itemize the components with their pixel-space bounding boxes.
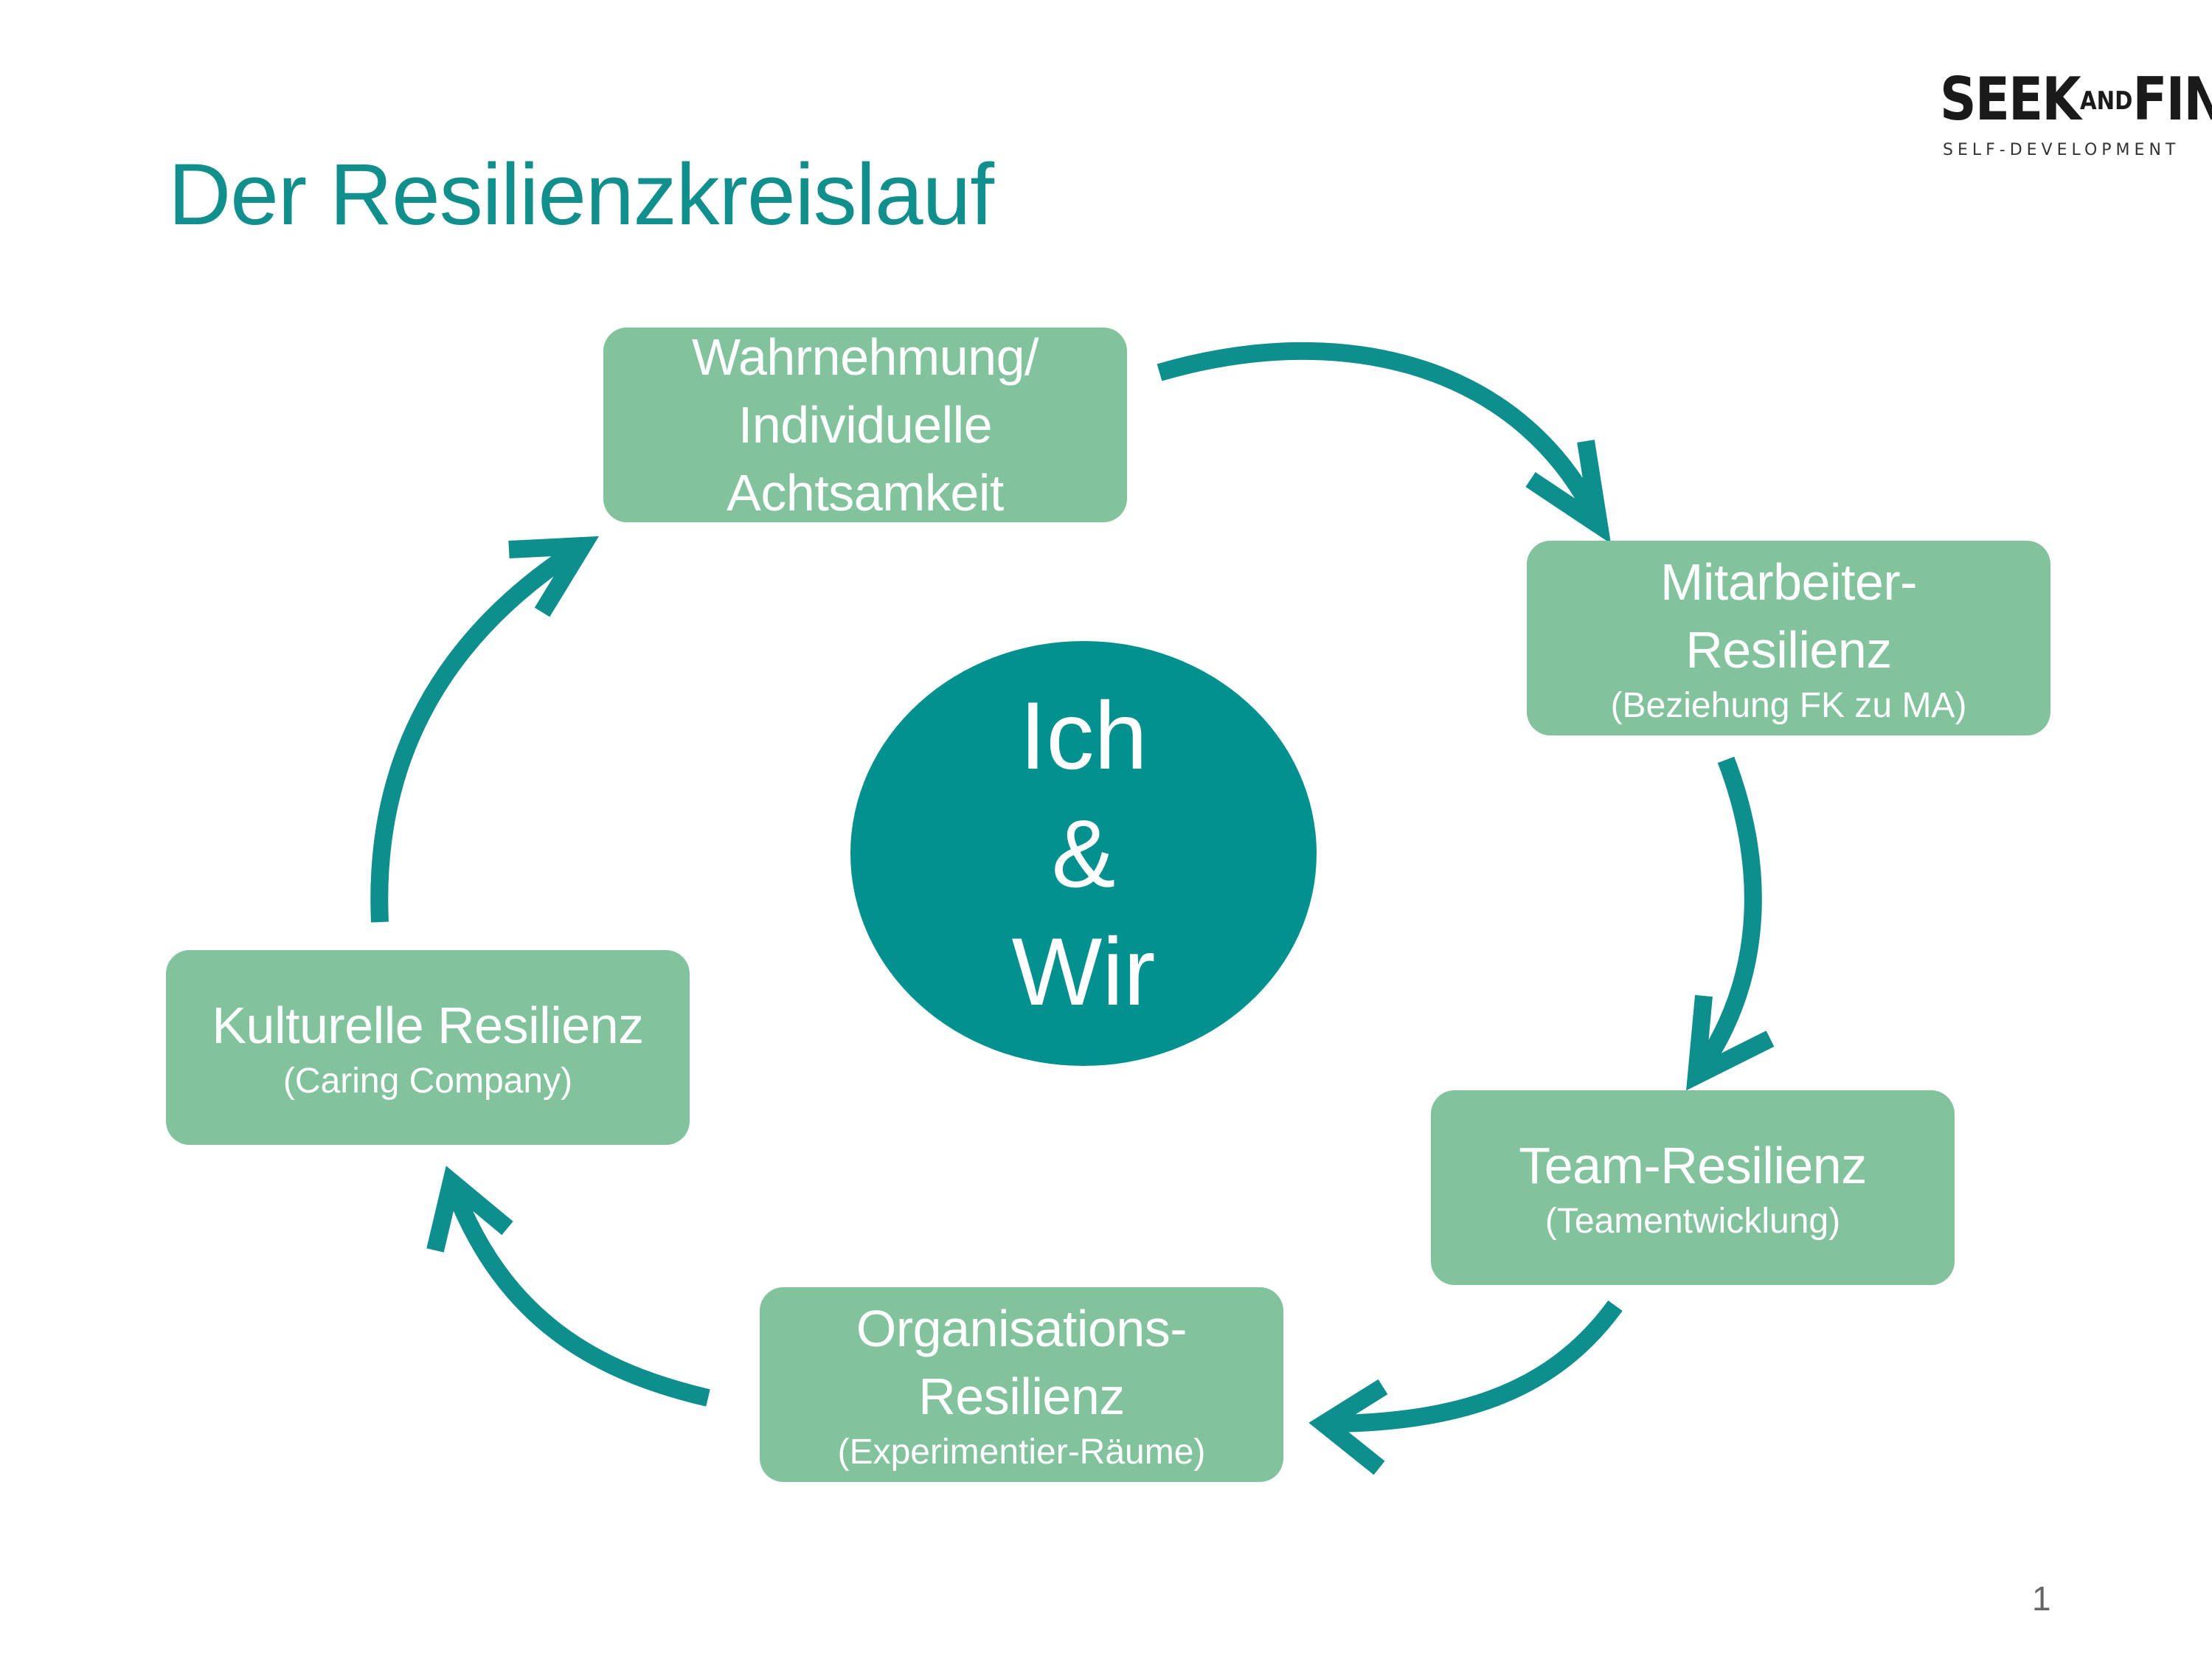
page-number: 1 bbox=[2032, 1579, 2051, 1618]
center-line-and: & bbox=[1051, 800, 1116, 907]
node-mitarbeiter-resilienz: Mitarbeiter- Resilienz (Beziehung FK zu … bbox=[1527, 541, 2050, 735]
page-title: Der Resilienzkreislauf bbox=[168, 146, 994, 243]
cycle-arrow-1-head bbox=[1525, 440, 1612, 544]
node-kulturelle-resilienz: Kulturelle Resilienz (Caring Company) bbox=[166, 950, 690, 1145]
cycle-arrow-1 bbox=[1157, 342, 1607, 530]
logo-wordmark: SEEKANDFIND bbox=[1940, 65, 2212, 134]
node-team-resilienz: Team-Resilienz (Teamentwicklung) bbox=[1431, 1090, 1955, 1285]
cycle-arrow-2 bbox=[1689, 756, 1762, 1081]
center-line-ich: Ich bbox=[1019, 682, 1148, 789]
cycle-arrow-4-head bbox=[426, 1166, 513, 1253]
node-organisations-resilienz: Organisations- Resilienz (Experimentier-… bbox=[760, 1287, 1283, 1482]
cycle-arrow-4 bbox=[443, 1178, 710, 1407]
cycle-arrow-3-head bbox=[1308, 1379, 1388, 1475]
seek-and-find-logo: SEEKANDFIND SELF-DEVELOPMENT bbox=[1932, 70, 2212, 166]
cycle-arrow-5-head bbox=[508, 536, 600, 617]
cycle-arrow-2-head bbox=[1686, 994, 1775, 1091]
cycle-arrow-3 bbox=[1323, 1300, 1623, 1433]
center-line-wir: Wir bbox=[1011, 918, 1156, 1025]
node-wahrnehmung: Wahrnehmung/ Individuelle Achtsamkeit bbox=[603, 328, 1127, 522]
cycle-arrow-5 bbox=[370, 538, 588, 923]
logo-tagline: SELF-DEVELOPMENT bbox=[1943, 141, 2180, 159]
center-ich-wir: Ich & Wir bbox=[850, 641, 1317, 1066]
